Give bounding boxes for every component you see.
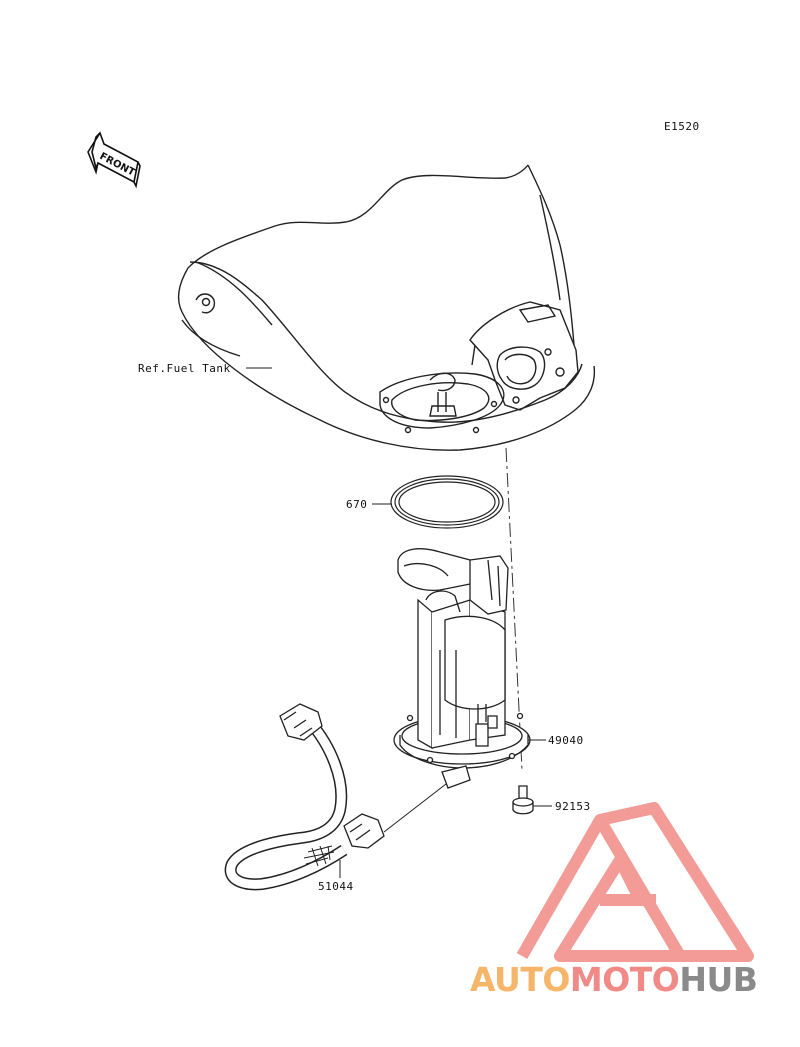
fuel-pump-assembly (393, 548, 531, 789)
gasket-part-number[interactable]: 670 (346, 498, 368, 511)
diagram-code-label: E1520 (664, 120, 700, 133)
watermark-text: AUTOMOTOHUB (470, 960, 758, 999)
fuel-hose (224, 703, 385, 891)
bolt-part (512, 785, 534, 815)
watermark-logo-icon (516, 802, 754, 962)
pump-assembly-part-number[interactable]: 49040 (548, 734, 584, 747)
hose-part-number[interactable]: 51044 (318, 880, 354, 893)
watermark-auto: AUTO (470, 960, 570, 999)
watermark-moto: MOTO (569, 960, 680, 999)
watermark-hub: HUB (679, 960, 758, 999)
gasket-ring (390, 475, 504, 529)
front-arrow-icon: FRONT (87, 131, 141, 189)
fuel-tank-ref-label: Ref.Fuel Tank (138, 362, 231, 375)
bolt-part-number[interactable]: 92153 (555, 800, 591, 813)
fuel-tank-outline (177, 164, 596, 451)
